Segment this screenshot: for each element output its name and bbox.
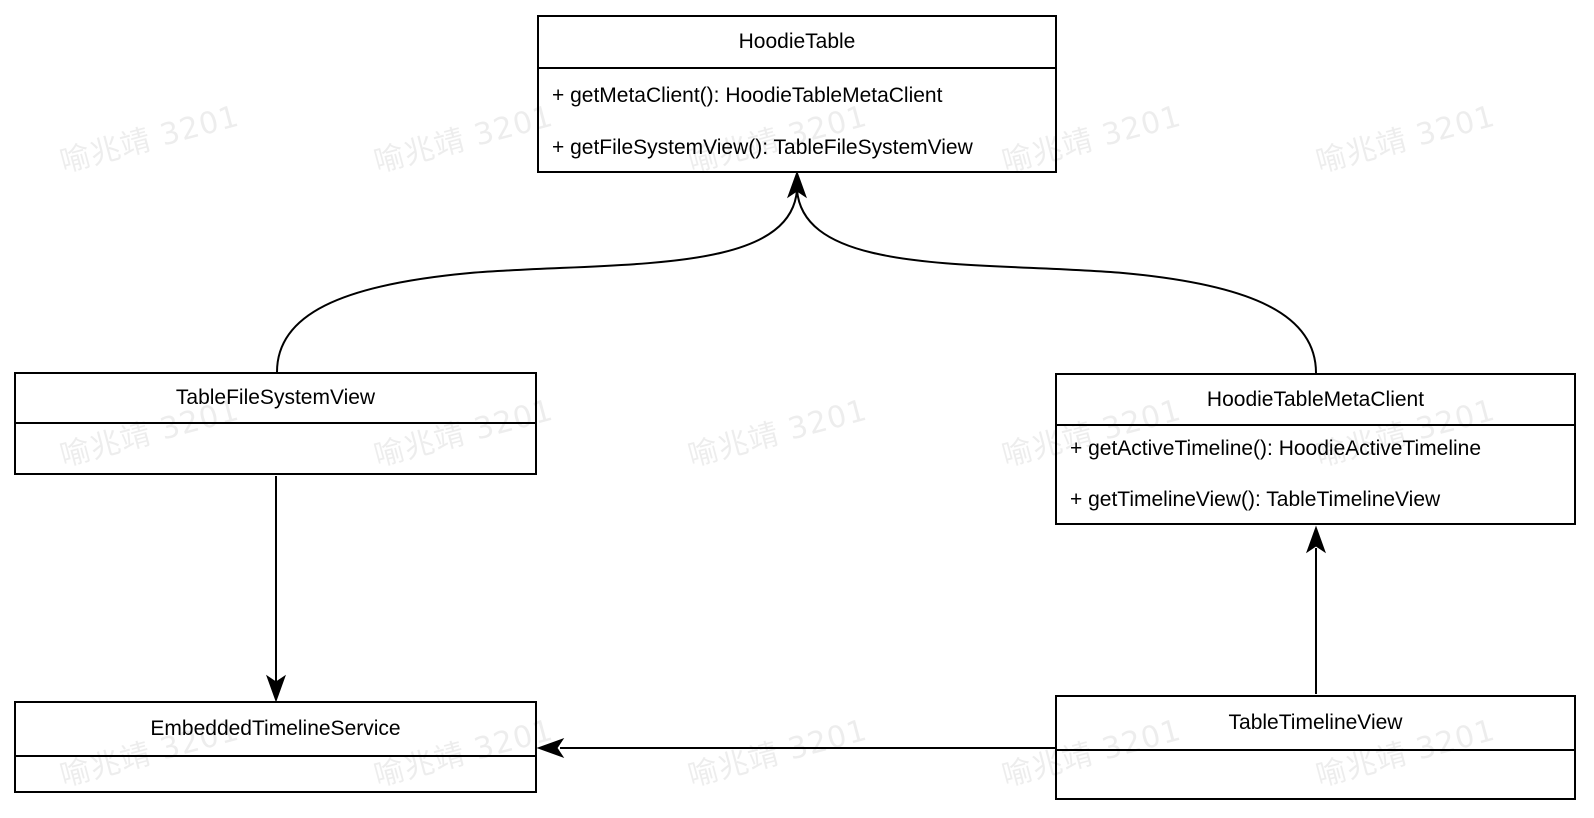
class-box-embeddedtimelineservice: EmbeddedTimelineService: [14, 701, 537, 793]
method-label: + getFileSystemView(): TableFileSystemVi…: [552, 136, 973, 159]
arrowhead-into-embeddedtimelineservice-top: [266, 674, 286, 703]
arrow-tablefilesystemview-to-hoodietable: [276, 189, 798, 373]
class-methods: + getActiveTimeline(): HoodieActiveTimel…: [1057, 426, 1574, 523]
class-box-tablefilesystemview: TableFileSystemView: [14, 372, 537, 475]
method-label: + getTimelineView(): TableTimelineView: [1070, 488, 1441, 511]
class-methods-empty: [1057, 751, 1574, 798]
arrow-hoodietablemetaclient-to-hoodietable: [796, 189, 1317, 374]
method-label: + getMetaClient(): HoodieTableMetaClient: [552, 84, 943, 107]
method-label: + getActiveTimeline(): HoodieActiveTimel…: [1070, 437, 1482, 460]
class-box-hoodietable: HoodieTable + getMetaClient(): HoodieTab…: [537, 15, 1057, 173]
class-title: TableFileSystemView: [16, 374, 535, 424]
class-title: EmbeddedTimelineService: [16, 703, 535, 757]
class-methods-empty: [16, 757, 535, 791]
class-box-hoodietablemetaclient: HoodieTableMetaClient + getActiveTimelin…: [1055, 373, 1576, 525]
arrowhead-into-hoodietablemetaclient-bottom: [1306, 525, 1326, 554]
class-title: TableTimelineView: [1057, 697, 1574, 751]
class-box-tabletimelineview: TableTimelineView: [1055, 695, 1576, 800]
arrowhead-into-hoodietable: [787, 170, 807, 199]
class-title: HoodieTable: [539, 17, 1055, 69]
class-methods: + getMetaClient(): HoodieTableMetaClient…: [539, 69, 1055, 171]
class-methods-empty: [16, 424, 535, 473]
arrowhead-into-embeddedtimelineservice-right: [536, 738, 565, 758]
class-title: HoodieTableMetaClient: [1057, 375, 1574, 426]
